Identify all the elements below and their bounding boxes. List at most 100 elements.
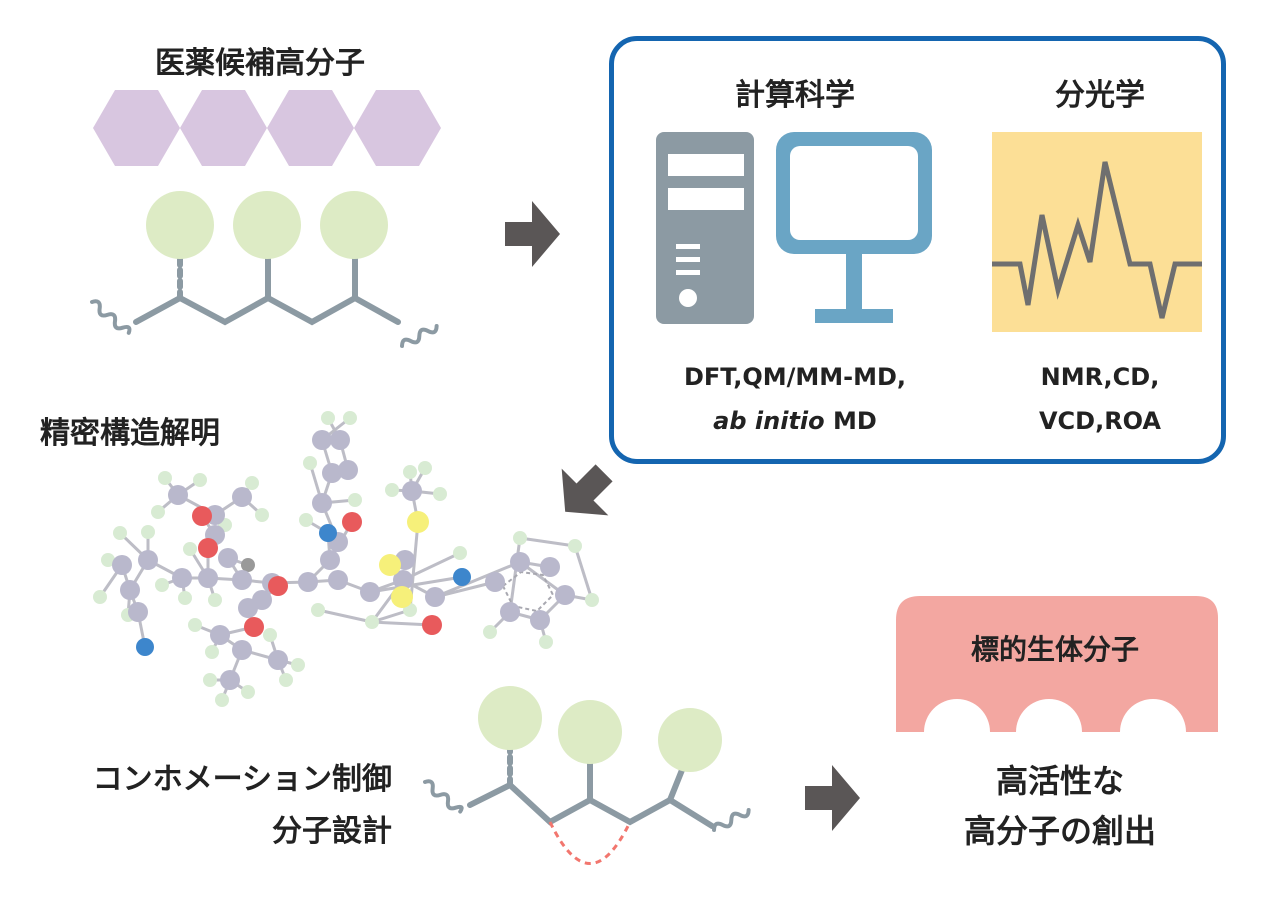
spectroscopy-methods-line2: VCD,ROA	[1038, 407, 1162, 435]
molecule-atom	[198, 568, 218, 588]
computational-methods-line1: DFT,QM/MM-MD,	[683, 363, 907, 391]
result-line2: 高分子の創出	[963, 812, 1156, 850]
monitor-icon	[776, 132, 932, 323]
molecule-atom	[360, 582, 380, 602]
molecule-atom	[193, 473, 207, 487]
pendant-group-bottom-3	[658, 708, 722, 772]
computational-methods-line2: ab initio MD	[640, 407, 950, 435]
molecule-atom	[330, 430, 350, 450]
molecule-atom	[425, 587, 445, 607]
molecule-atom	[365, 615, 379, 629]
drug-candidate-polymer-title: 医薬候補高分子	[155, 46, 365, 81]
arrow-right-top	[505, 201, 560, 267]
molecule-atom	[422, 615, 442, 635]
molecule-atom	[433, 487, 447, 501]
backbone-top	[133, 294, 401, 326]
wavy-end-right-bottom	[712, 808, 751, 832]
target-biomolecule-label: 標的生体分子	[970, 633, 1139, 666]
molecule-atom	[348, 493, 362, 507]
pendant-group-bottom-2	[558, 700, 622, 764]
molecule-atom	[151, 505, 165, 519]
molecule-atom	[530, 610, 550, 630]
spectroscopy-methods-line1: NMR,CD,	[1040, 363, 1160, 391]
molecule-atom	[232, 640, 252, 660]
molecule-atom	[555, 585, 575, 605]
molecule-atom	[263, 628, 277, 642]
pendant-group-3	[320, 191, 388, 259]
molecule-atom	[136, 638, 154, 656]
molecule-bond	[508, 537, 522, 613]
molecule-atom	[241, 558, 255, 572]
molecule-atom	[513, 531, 527, 545]
molecule-atom	[93, 590, 107, 604]
molecule-atom	[268, 650, 288, 670]
molecule-atom	[311, 603, 325, 617]
spectroscopy-title: 分光学	[1055, 78, 1145, 113]
hexagon-1	[93, 90, 180, 166]
polymer-top	[89, 252, 439, 348]
molecule-atom	[101, 553, 115, 567]
molecule-atom	[540, 557, 560, 577]
molecule-atom	[407, 511, 429, 533]
molecule-bond	[317, 608, 373, 624]
molecule-bond	[371, 620, 433, 627]
molecule-atom	[220, 670, 240, 690]
pendant-group-1	[146, 191, 214, 259]
molecule-atom	[158, 471, 172, 485]
precise-structure-elucidation-title: 精密構造解明	[40, 416, 220, 451]
molecule-bond	[434, 560, 521, 599]
pendant-stick-bottom-3	[667, 767, 685, 803]
molecule-atom	[141, 525, 155, 539]
molecule-atom	[539, 635, 553, 649]
molecule-atom	[268, 576, 288, 596]
molecule-atom	[500, 602, 520, 622]
molecule-atom	[418, 461, 432, 475]
molecule-atom	[328, 570, 348, 590]
molecule-atom	[215, 693, 229, 707]
molecule-atom	[232, 487, 252, 507]
molecule-atom	[192, 506, 212, 526]
conformation-loop-dashed	[548, 821, 632, 865]
conformation-control-line2: 分子設計	[272, 814, 392, 849]
molecule-atom	[244, 617, 264, 637]
molecule-atom	[393, 570, 413, 590]
arrow-right-bottom	[805, 765, 860, 831]
molecule-atom	[279, 673, 293, 687]
polymer-bottom	[423, 747, 751, 832]
molecule-atom	[320, 550, 340, 570]
computer-tower-icon	[656, 132, 754, 324]
molecule-atom	[291, 658, 305, 672]
molecule-atom	[128, 602, 148, 622]
molecule-atom	[208, 593, 222, 607]
molecule-atom	[343, 411, 357, 425]
molecule-atom	[178, 591, 192, 605]
conformation-control-line1: コンホメーション制御	[92, 762, 392, 797]
molecule-atom	[198, 538, 218, 558]
md-text: MD	[824, 407, 877, 435]
molecule-atom	[255, 508, 269, 522]
molecule-atom	[321, 411, 335, 425]
hexagon-3	[267, 90, 354, 166]
molecule-atom	[485, 572, 505, 592]
molecule-atom	[113, 526, 127, 540]
molecule-bond	[369, 575, 463, 594]
molecule-atom	[205, 645, 219, 659]
spectrum-icon	[992, 132, 1202, 332]
analysis-methods-panel	[609, 36, 1226, 464]
molecule-atom	[138, 550, 158, 570]
wavy-end-left	[89, 299, 132, 335]
molecule-atom	[120, 580, 140, 600]
molecule-atom	[568, 539, 582, 553]
molecule-atom	[218, 548, 238, 568]
molecule-atom	[298, 572, 318, 592]
computational-science-title: 計算科学	[735, 78, 855, 113]
molecule-atom	[112, 555, 132, 575]
molecule-atom	[510, 552, 530, 572]
molecule-atom	[403, 465, 417, 479]
molecule-atom	[338, 460, 358, 480]
molecule-atom	[312, 430, 332, 450]
target-biomolecule-shape	[896, 596, 1218, 732]
molecule-atom	[241, 685, 255, 699]
wavy-end-left-bottom	[423, 779, 464, 814]
